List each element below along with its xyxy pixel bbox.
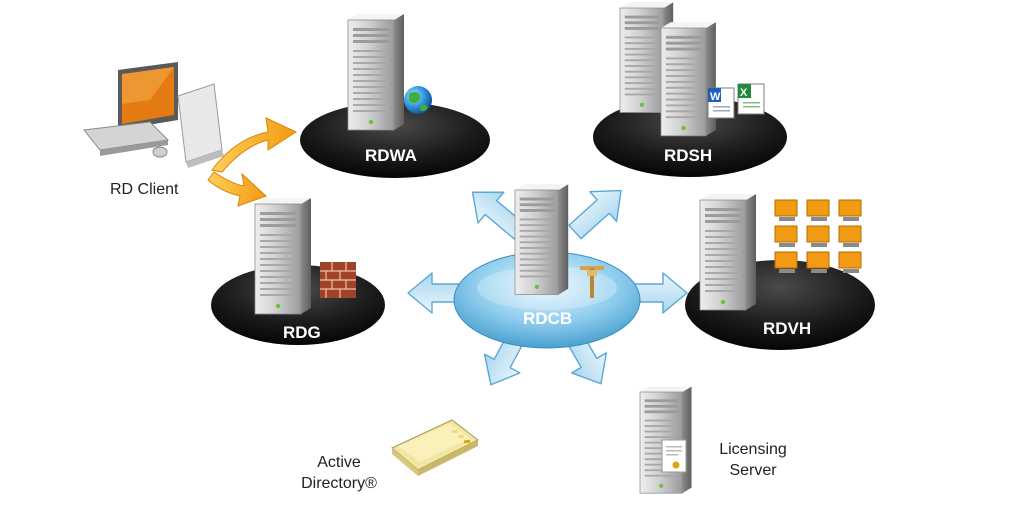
certificate-icon [661,439,687,473]
active-directory-label-line1: Active [317,454,361,471]
rdvh-server [699,193,757,311]
svg-text:X: X [740,87,748,99]
rdg-server [254,197,312,315]
active-directory-label-line2: Directory® [301,475,377,492]
rdcb-label: RDCB [523,309,573,328]
arrow-to-rdsh [560,174,636,248]
svg-text:W: W [710,91,721,103]
rdvh-label: RDVH [763,319,812,338]
rdsh-disk [593,97,787,177]
active-directory-label: Active Directory® [294,452,384,494]
rdsh-label: RDSH [664,146,713,165]
brick-wall-icon [320,262,356,298]
rdwa-server [347,13,405,131]
address-book-icon [391,419,479,476]
rdg-label: RDG [283,323,321,342]
licensing-server-label: Licensing Server [708,439,798,481]
rdcb-server [514,183,569,295]
tuning-fork-icon [580,266,604,298]
rdsh-server-front [660,21,717,137]
rdwa-disk [300,102,490,178]
excel-doc-icon: X [737,83,765,115]
client-arrows [207,117,298,207]
licensing-server-label-line1: Licensing [719,441,787,458]
rd-client-label: RD Client [110,181,179,198]
licensing-server-label-line2: Server [729,462,777,479]
globe-icon [404,86,432,114]
virtual-desktops-icon [774,199,862,273]
rd-client-computer [83,62,224,168]
word-doc-icon: W [707,87,735,119]
rdwa-label: RDWA [365,146,417,165]
